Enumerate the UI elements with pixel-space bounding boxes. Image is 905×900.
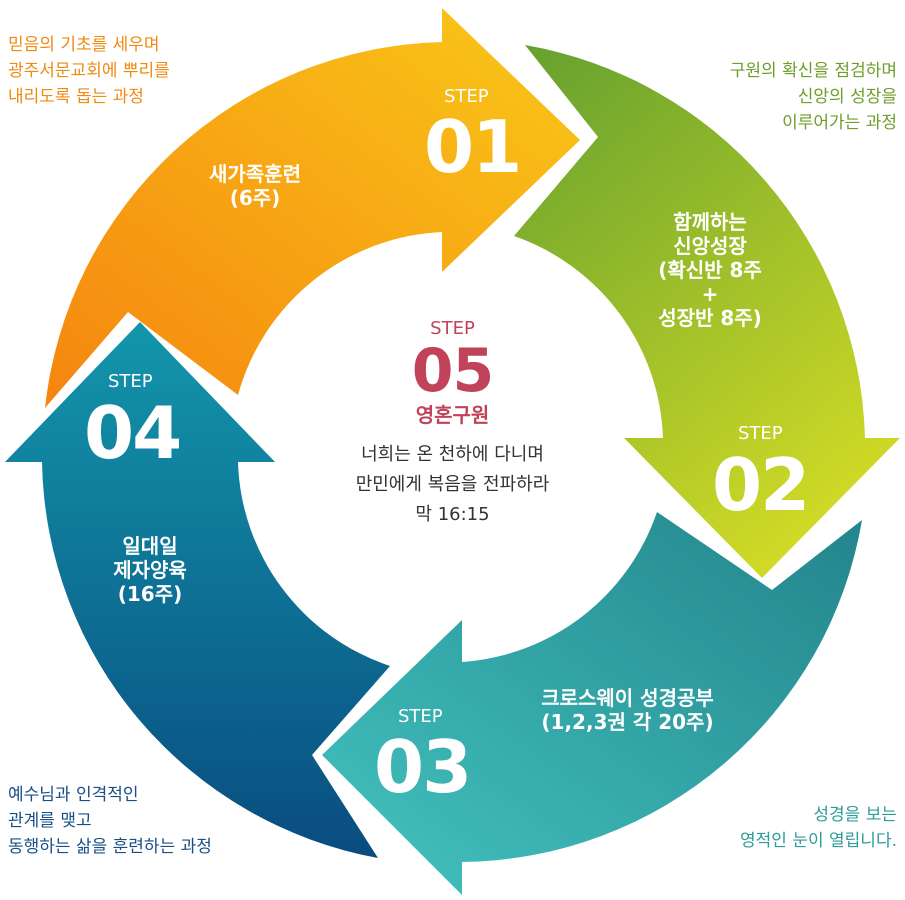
step-01-program: 새가족훈련 (6주): [209, 162, 301, 210]
step-03-number: 03: [374, 725, 472, 809]
step-04-label: STEP: [108, 371, 153, 392]
step-04-description: 예수님과 인격적인 관계를 맺고 동행하는 삶을 훈련하는 과정: [8, 785, 212, 857]
step-01-number: 01: [424, 105, 522, 189]
step-03-description: 성경을 보는 영적인 눈이 열립니다.: [740, 805, 897, 851]
step-02-program: 함께하는 신앙성장 (확신반 8주 + 성장반 8주): [658, 210, 762, 330]
step-02-arrow: [514, 45, 900, 578]
step-03-label: STEP: [398, 706, 443, 727]
step-05-name: 영혼구원: [415, 403, 490, 427]
step-05-label: STEP: [430, 318, 475, 339]
step-04-program: 일대일 제자양육 (16주): [113, 534, 187, 606]
bible-verse: 너희는 온 천하에 다니며 만민에게 복음을 전파하라 막 16:15: [355, 444, 550, 525]
step-03-arrow: [322, 512, 862, 895]
step-05-center: STEP 05 영혼구원 너희는 온 천하에 다니며 만민에게 복음을 전파하라…: [300, 318, 605, 530]
step-01-arrow: [45, 8, 580, 408]
step-02-description: 구원의 확신을 점검하며 신앙의 성장을 이루어가는 과정: [729, 61, 897, 133]
step-01-label: STEP: [444, 86, 489, 107]
step-03-program: 크로스웨이 성경공부 (1,2,3권 각 20주): [541, 686, 714, 734]
step-02-number: 02: [712, 443, 810, 527]
step-02-label: STEP: [738, 423, 783, 444]
step-05-number: 05: [411, 336, 495, 406]
step-04-arrow: [5, 322, 390, 858]
step-01-description: 믿음의 기초를 세우며 광주서문교회에 뿌리를 내리도록 돕는 과정: [8, 35, 170, 107]
step-04-number: 04: [84, 391, 182, 475]
